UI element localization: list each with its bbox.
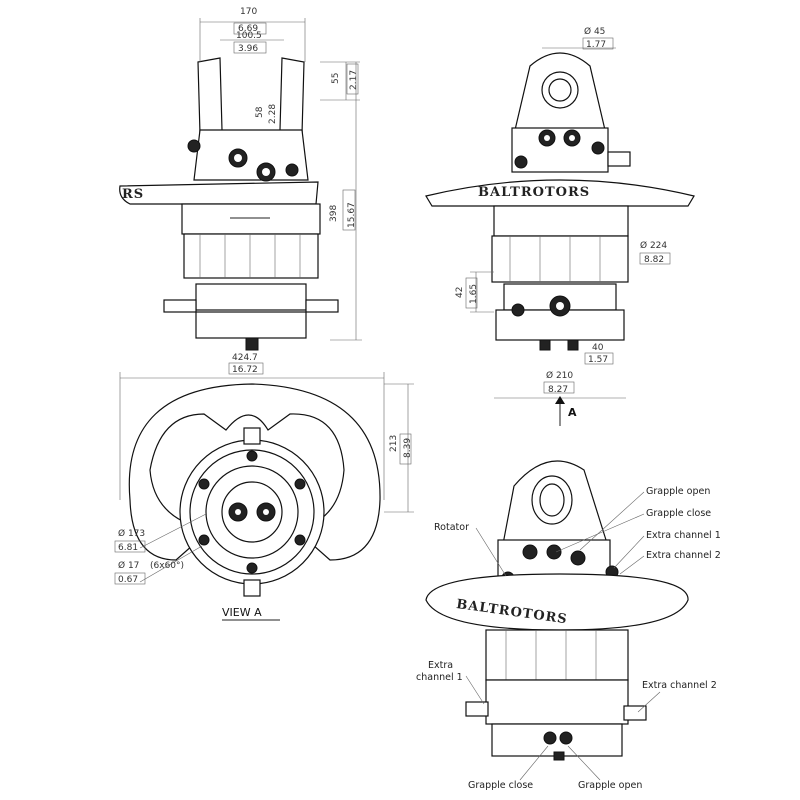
- dim-clevis-in: 3.96: [238, 44, 258, 54]
- dim-height-in: 15.67: [347, 202, 357, 228]
- dim-body-dia-in: 8.82: [644, 255, 664, 265]
- dim-pin-dia-in: 1.77: [586, 40, 606, 50]
- dim-port-mm: 40: [592, 343, 604, 353]
- dim-pin-center-mm: 58: [255, 106, 265, 118]
- dim-height-mm: 398: [329, 205, 339, 222]
- dim-port-in: 1.57: [588, 355, 608, 365]
- dim-pcd-mm: Ø 173: [118, 528, 145, 539]
- dim-handle-width-in: 16.72: [232, 365, 258, 375]
- dim-body-dia-mm: Ø 224: [640, 240, 667, 251]
- label-bottom-grapple-close: Grapple close: [468, 780, 533, 791]
- dim-pin-dia-mm: Ø 45: [584, 26, 605, 37]
- front-view: RS 170 6.69 100.5 3.96 55 2.17 58 2.28: [119, 7, 362, 351]
- dim-holes-in: 0.67: [118, 575, 138, 585]
- dim-handle-width-mm: 424.7: [232, 353, 258, 363]
- label-extra-1-line2: channel 1: [416, 672, 463, 683]
- dim-bottom-dia-in: 8.27: [548, 385, 568, 395]
- label-grapple-open: Grapple open: [646, 486, 710, 497]
- dim-width-in: 6.69: [238, 24, 258, 34]
- side-brand: BALTROTORS: [478, 185, 590, 200]
- dim-top-mm: 55: [331, 73, 341, 84]
- dim-pcd-in: 6.81: [118, 543, 138, 553]
- dim-handle-depth-in: 8.39: [403, 438, 413, 458]
- label-rotator: Rotator: [434, 522, 469, 533]
- side-view: BALTROTORS Ø 45 1.77 Ø 224 8.82 42 1.65 …: [425, 26, 695, 426]
- label-extra-channel-1: Extra channel 1: [646, 530, 721, 541]
- dim-clevis-mm: 100.5: [236, 31, 262, 41]
- dim-width-mm: 170: [240, 7, 257, 17]
- front-brand-partial: RS: [122, 187, 144, 202]
- dim-top-in: 2.17: [349, 70, 359, 90]
- view-arrow-label: A: [568, 406, 577, 419]
- dim-holes-note: (6x60°): [150, 561, 184, 571]
- view-a: 424.7 16.72 213 8.39 Ø 173 6.81 Ø 17 (6x…: [114, 353, 414, 621]
- label-extra-channel-2: Extra channel 2: [646, 550, 721, 561]
- label-extra-1-line1: Extra: [428, 660, 453, 671]
- dim-handle-depth-mm: 213: [389, 435, 399, 452]
- iso-view: BALTROTORS Grapple open Grapple close Ex…: [416, 460, 721, 791]
- label-grapple-close: Grapple close: [646, 508, 711, 519]
- dim-stator-in: 1.65: [469, 284, 479, 304]
- label-bottom-grapple-open: Grapple open: [578, 780, 642, 791]
- dim-bottom-dia-mm: Ø 210: [546, 370, 573, 381]
- view-a-title: VIEW A: [222, 606, 262, 619]
- dim-stator-mm: 42: [455, 287, 465, 298]
- dim-pin-center-in: 2.28: [268, 104, 278, 124]
- dim-holes-mm: Ø 17: [118, 560, 139, 571]
- label-extra-2-bottom: Extra channel 2: [642, 680, 717, 691]
